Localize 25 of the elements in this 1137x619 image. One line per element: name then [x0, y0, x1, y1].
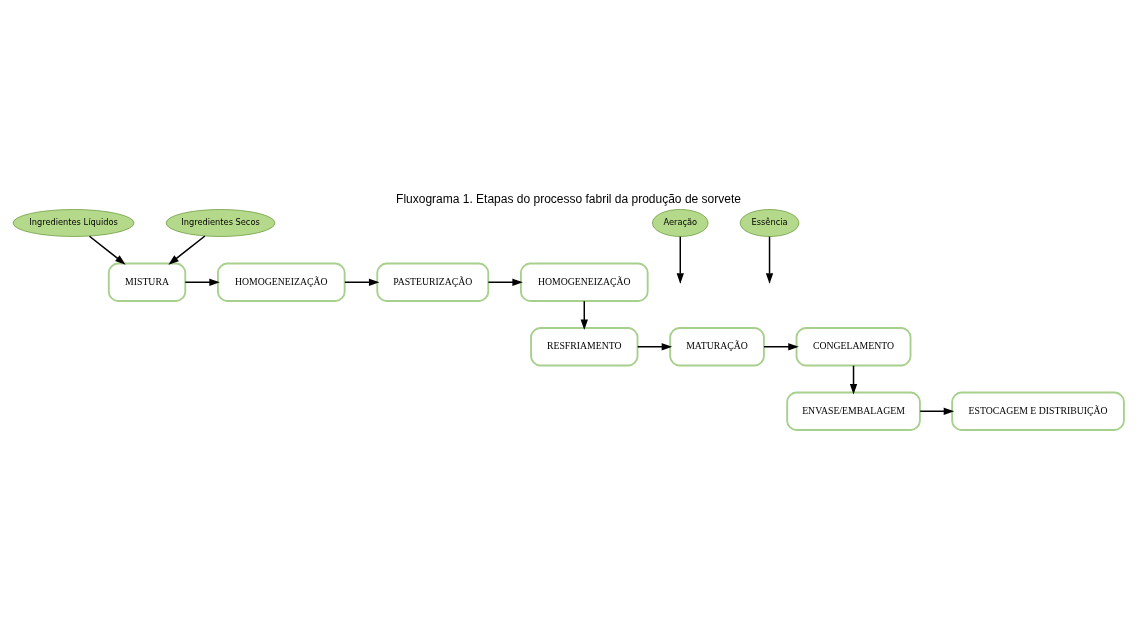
node-ellipse: Essência: [739, 208, 800, 237]
node-box: HOMOGENEIZAÇÃO: [519, 262, 649, 302]
node-box: PASTEURIZAÇÃO: [376, 262, 490, 302]
node-ellipse: Aeração: [652, 208, 709, 237]
arrow: [919, 407, 955, 415]
arrow: [344, 278, 380, 286]
arrow: [487, 278, 523, 286]
node-box: MISTURA: [107, 262, 187, 302]
node-ellipse: Ingredientes Líquidos: [12, 208, 135, 237]
arrow: [168, 234, 206, 265]
node-box: ESTOCAGEM E DISTRIBUIÇÃO: [951, 391, 1125, 431]
arrow: [763, 342, 799, 350]
node-box: MATURAÇÃO: [669, 326, 765, 366]
arrow: [676, 235, 684, 284]
arrow: [580, 300, 588, 330]
arrow: [88, 235, 126, 265]
arrow: [636, 342, 673, 350]
arrow: [849, 364, 858, 395]
node-box: CONGELAMENTO: [795, 326, 912, 366]
node-box: ENVASE/EMBALAGEM: [786, 391, 921, 431]
node-box: HOMOGENEIZAÇÃO: [216, 262, 346, 302]
node-ellipse: Ingredientes Secos: [165, 208, 276, 237]
arrow: [184, 278, 220, 286]
diagram-title: Fluxograma 1. Etapas do processo fabril da produção de sorvete: [396, 191, 741, 206]
node-box: RESFRIAMENTO: [530, 326, 639, 366]
